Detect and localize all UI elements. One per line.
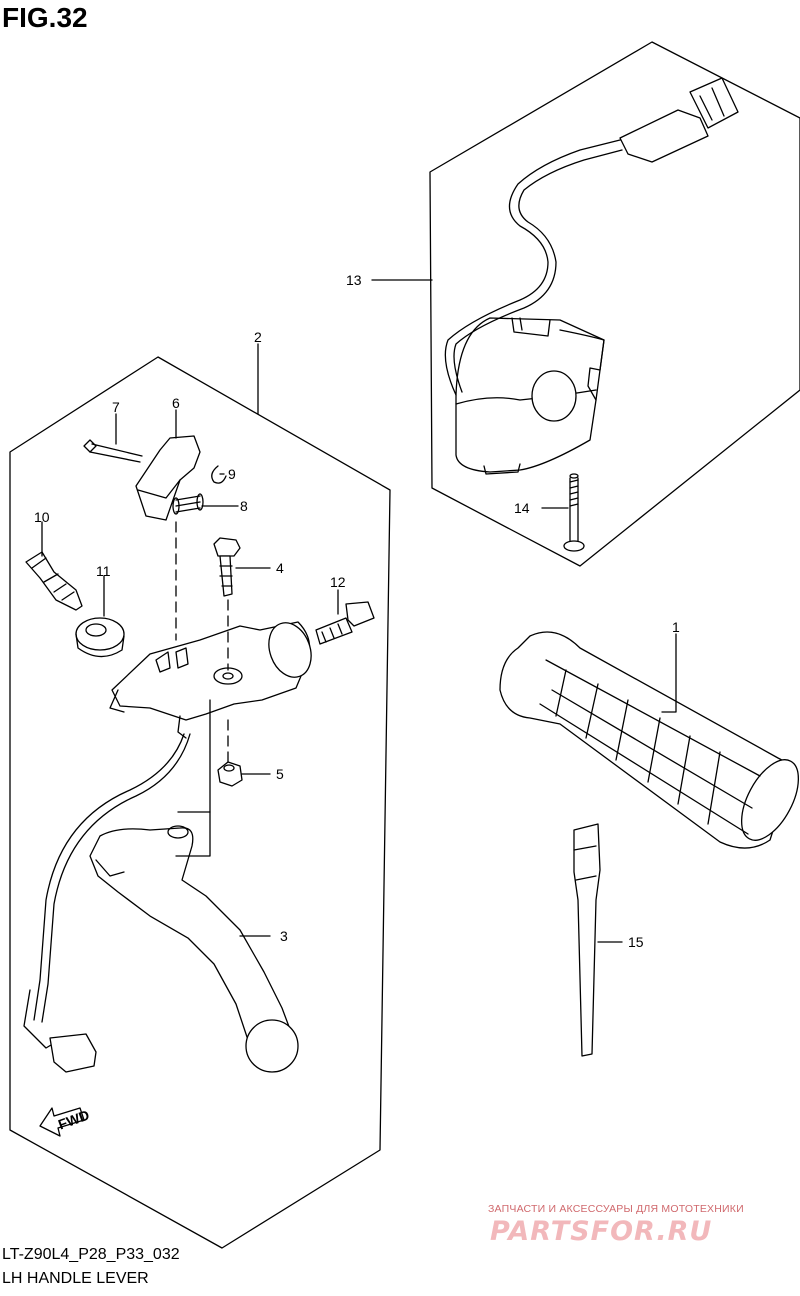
- callout-13: 13: [346, 272, 362, 288]
- callout-11: 11: [96, 563, 111, 579]
- bolt-12: [315, 601, 375, 645]
- circlip-9: [211, 465, 227, 484]
- switch-assembly-outline: [429, 41, 800, 567]
- lever-assembly-outline: [9, 356, 391, 1249]
- bolt-14: [563, 473, 585, 552]
- switch-wire: [23, 733, 191, 1073]
- callout-7: 7: [112, 399, 120, 415]
- callout-15: 15: [628, 934, 644, 950]
- fwd-label: FWD: [56, 1107, 91, 1133]
- callout-5: 5: [276, 766, 284, 782]
- cable-tie: [573, 823, 601, 1057]
- figure-title: FIG.32: [2, 2, 88, 33]
- callout-3: 3: [280, 928, 288, 944]
- callout-12: 12: [330, 574, 346, 590]
- callout-1: 1: [672, 619, 680, 635]
- callout-14: 14: [514, 500, 530, 516]
- handle-grip: [499, 631, 800, 849]
- callout-6: 6: [172, 395, 180, 411]
- callout-10: 10: [34, 509, 50, 525]
- callout-9: 9: [228, 466, 236, 482]
- diagram-code: LT-Z90L4_P28_P33_032: [2, 1246, 180, 1263]
- lever-bracket: [109, 621, 312, 739]
- fwd-arrow: [39, 1107, 85, 1137]
- bolt-4: [213, 537, 241, 597]
- callout-4: 4: [276, 560, 284, 576]
- lever-cap: [135, 435, 201, 521]
- handlebar-switch: [444, 77, 739, 475]
- adjuster-10: [25, 551, 83, 611]
- locknut-11: [75, 617, 125, 658]
- spring-8: [172, 493, 204, 515]
- clutch-lever: [89, 825, 299, 1073]
- assembly-lines: [175, 521, 229, 763]
- callout-2: 2: [254, 329, 262, 345]
- watermark-logo: PARTSFOR.RU: [490, 1216, 713, 1247]
- nut-5: [217, 761, 243, 787]
- watermark-tagline: ЗАПЧАСТИ И АКСЕССУАРЫ ДЛЯ МОТОТЕХНИКИ: [488, 1203, 744, 1215]
- callout-8: 8: [240, 498, 248, 514]
- lever-pivot-guide: [175, 699, 211, 857]
- diagram-caption: LH HANDLE LEVER: [2, 1270, 149, 1287]
- leader-lines: [41, 279, 677, 943]
- pin-7: [83, 439, 143, 463]
